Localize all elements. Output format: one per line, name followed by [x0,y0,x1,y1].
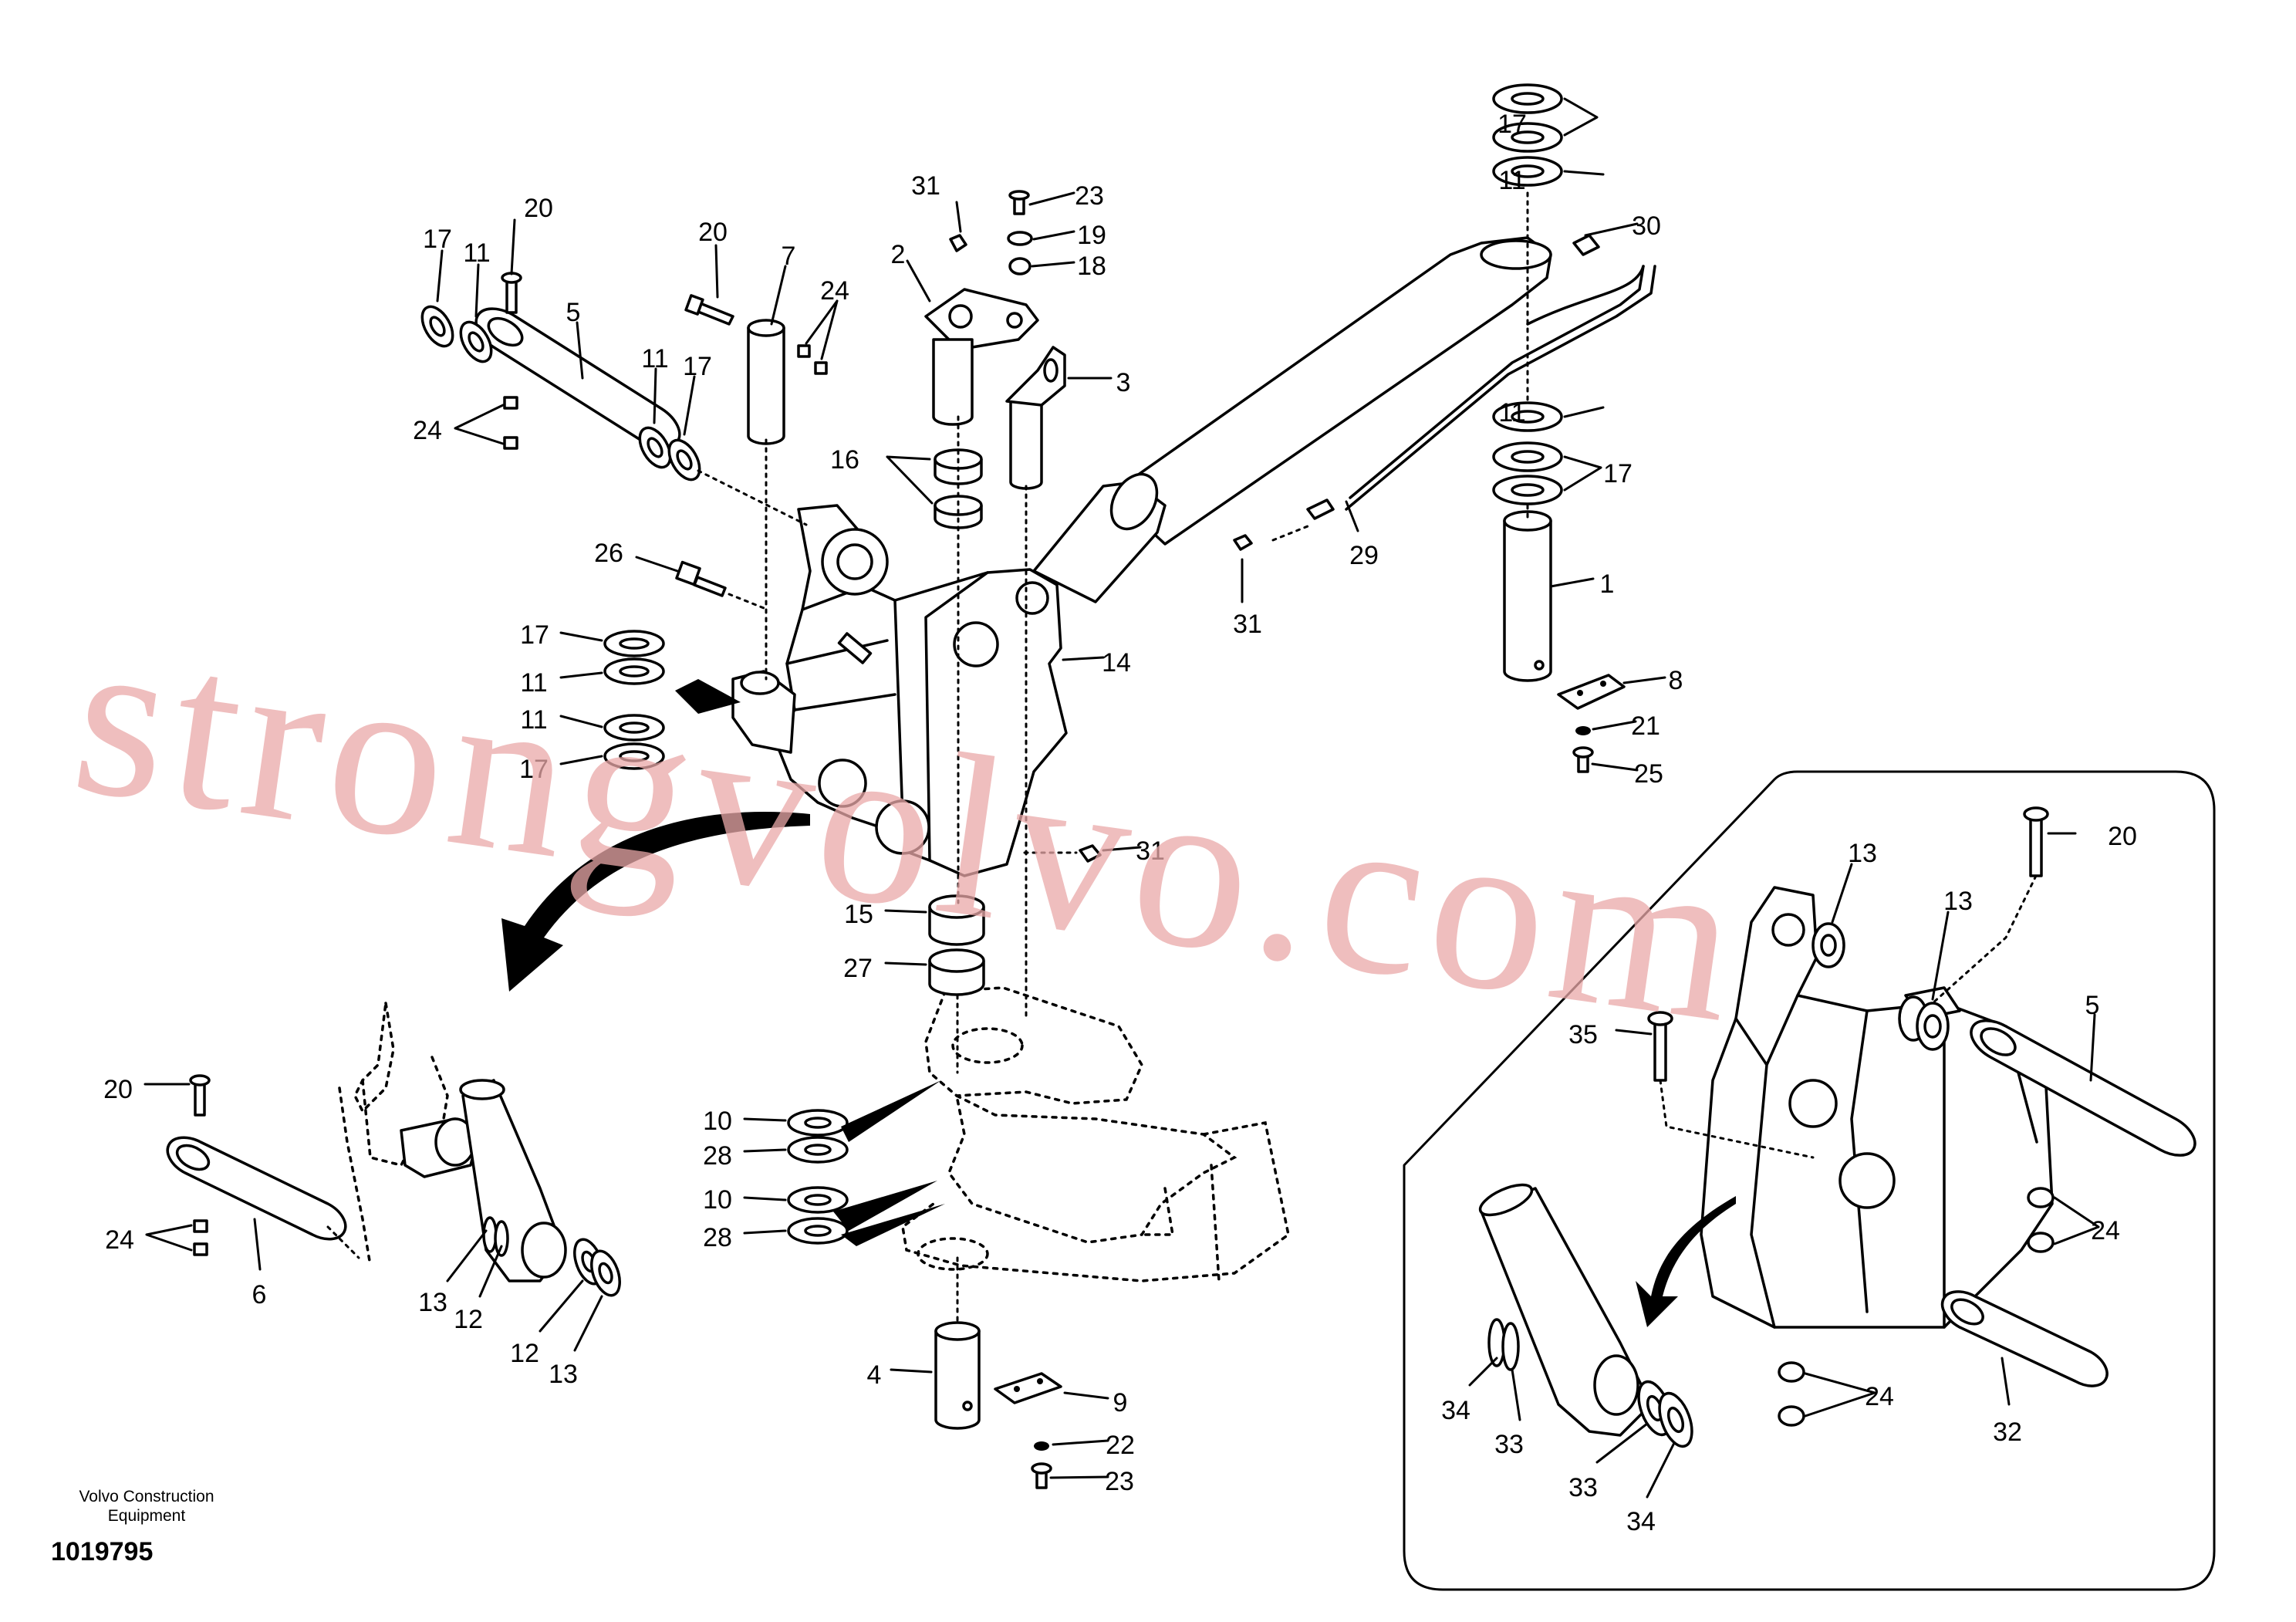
callout-26: 26 [594,539,623,568]
callout-27: 27 [843,954,873,983]
attachment-arm-outline-left [338,1002,621,1297]
bolt-part-26 [675,560,727,597]
callout-11: 11 [520,705,547,735]
callout-24: 24 [413,416,442,445]
callout-31: 31 [1136,836,1165,866]
pin-part-5 [420,272,701,482]
hardware-part-31 [1079,534,1253,863]
callout-6: 6 [252,1280,267,1309]
pin-part-6 [166,1074,347,1256]
lock-plate-part-8 [1557,674,1626,710]
callout-17: 17 [423,225,452,254]
callout-35: 35 [1568,1020,1598,1049]
callout-17: 17 [1603,459,1633,488]
credit-line-1: Volvo Construction [79,1488,214,1505]
callout-23: 23 [1105,1467,1134,1496]
pin-part-1 [1503,510,1552,682]
callout-9: 9 [1113,1388,1128,1418]
callout-10: 10 [703,1185,732,1215]
callout-7: 7 [782,242,796,271]
callout-16: 16 [830,445,859,475]
callout-leaders [144,97,2100,1499]
dipper-arm-outline [901,986,1290,1282]
washer-stack-lower [1492,401,1563,505]
callout-30: 30 [1632,211,1661,241]
callout-13: 13 [549,1360,578,1389]
callout-2: 2 [891,240,906,269]
pin-part-2 [924,288,1039,426]
detail-inset [1403,770,2216,1591]
direction-arrow-left [501,811,810,992]
callout-28: 28 [703,1223,732,1252]
callout-22: 22 [1106,1431,1135,1460]
callout-20: 20 [698,218,728,247]
callout-24: 24 [820,276,849,306]
callout-12: 12 [454,1305,483,1334]
callout-33: 33 [1568,1473,1598,1502]
callout-13: 13 [1943,887,1973,916]
callout-17: 17 [519,755,549,784]
drawing-number: 1019795 [51,1537,153,1566]
callout-23: 23 [1075,181,1104,211]
callout-17: 17 [683,352,712,381]
direction-arrows-housing [675,679,945,1246]
callout-25: 25 [1634,759,1663,789]
lock-plate-part-9 [994,1372,1062,1489]
callout-33: 33 [1494,1430,1524,1459]
callout-24: 24 [2091,1216,2120,1245]
callout-18: 18 [1077,252,1106,281]
callout-14: 14 [1102,648,1131,678]
callout-3: 3 [1116,368,1131,397]
callout-13: 13 [418,1288,447,1317]
callout-11: 11 [1498,398,1525,427]
credit-line-2: Equipment [108,1507,186,1525]
callout-11: 11 [641,344,668,373]
callout-8: 8 [1669,666,1683,695]
callout-11: 11 [463,238,490,268]
bracket-pin-part-3 [1005,346,1066,490]
callout-28: 28 [703,1141,732,1171]
callout-5: 5 [2085,991,2100,1020]
callout-31: 31 [911,171,940,201]
callout-24: 24 [1865,1382,1894,1411]
hydraulic-cylinder [1032,234,1656,603]
callout-4: 4 [867,1360,882,1390]
bolt-and-nuts-top-left [684,294,828,375]
callout-19: 19 [1077,221,1106,250]
callout-1: 1 [1600,569,1615,599]
callout-11: 11 [1498,166,1525,195]
washer-stack-top [1492,83,1563,187]
callout-17: 17 [1497,110,1527,139]
pin-part-4 [934,1321,981,1430]
small-hardware-right [1572,726,1594,773]
callout-17: 17 [520,620,549,650]
assembly-leaders [326,191,1529,1325]
callout-29: 29 [1349,541,1379,570]
callout-11: 11 [520,668,547,698]
callout-20: 20 [2108,822,2137,851]
callout-20: 20 [524,194,553,223]
callout-34: 34 [1626,1507,1656,1536]
callout-5: 5 [566,298,581,327]
callout-24: 24 [105,1225,134,1255]
callout-12: 12 [510,1339,539,1368]
pin-part-7 [747,319,785,445]
callout-31: 31 [1233,610,1262,639]
callout-21: 21 [1631,711,1660,741]
callout-15: 15 [844,900,873,929]
callout-13: 13 [1848,839,1877,868]
washers-left-housing [603,630,665,770]
washers-part-10-28 [787,1109,849,1245]
callout-10: 10 [703,1107,732,1136]
callout-32: 32 [1993,1418,2022,1447]
callout-34: 34 [1441,1396,1470,1425]
quick-coupler-housing-part-14 [731,504,1068,877]
small-hardware-top-center [949,190,1033,275]
callout-20: 20 [103,1075,133,1104]
